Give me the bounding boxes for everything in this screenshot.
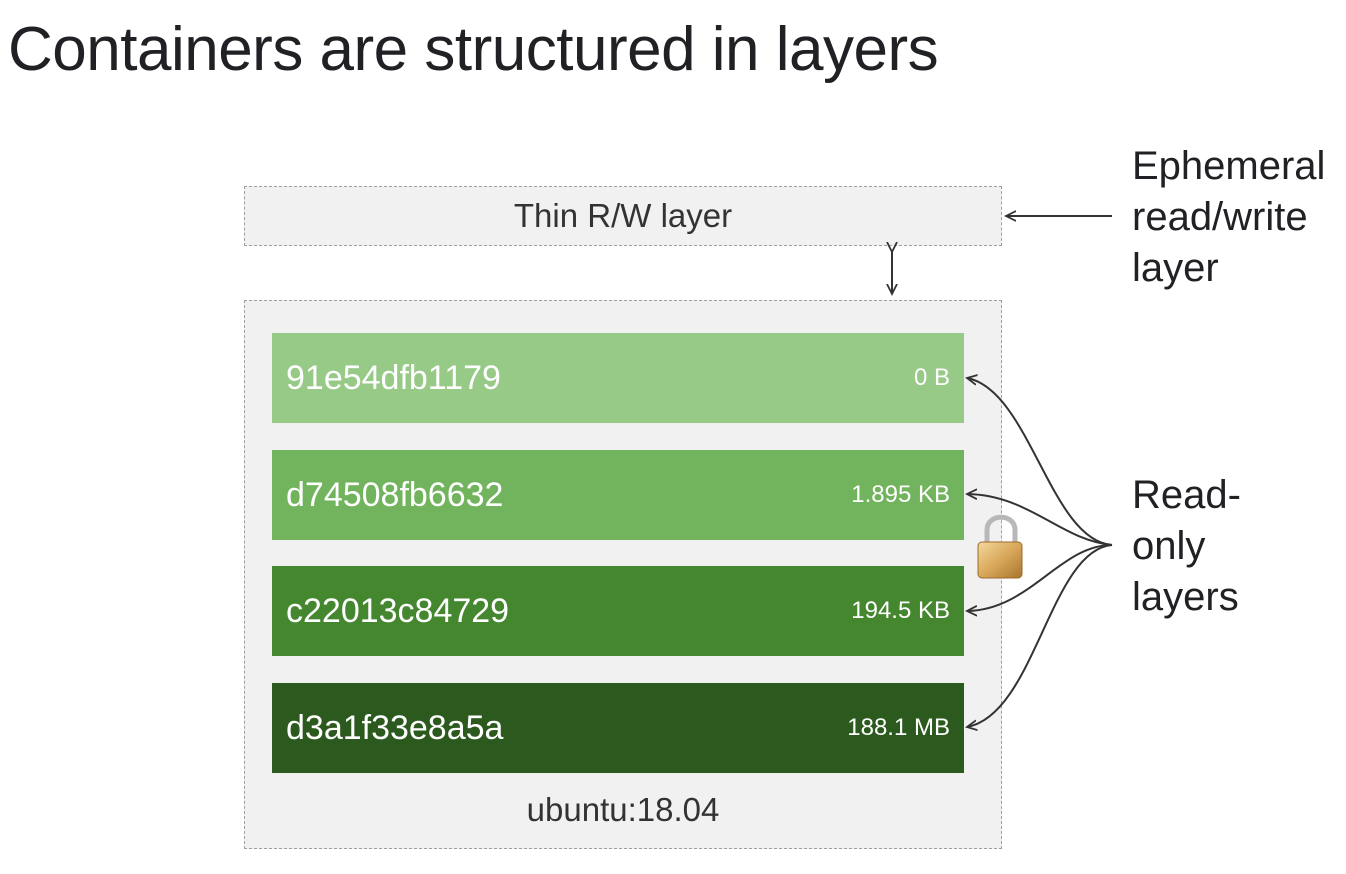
ephemeral-annotation-line: read/write [1132,195,1308,239]
readonly-annotation-line: layers [1132,575,1239,619]
readonly-annotation: Read- only layers [1132,470,1241,623]
layer-id: d74508fb6632 [286,475,504,514]
layer-size: 194.5 KB [851,597,950,624]
image-layers-box: 91e54dfb1179 0 B d74508fb6632 1.895 KB c… [244,300,1002,849]
image-name-label: ubuntu:18.04 [526,791,720,828]
layer-row: d74508fb6632 1.895 KB [272,450,964,540]
readonly-annotation-line: only [1132,524,1206,568]
readonly-annotation-line: Read- [1132,473,1241,517]
thin-rw-layer: Thin R/W layer [244,186,1002,246]
ephemeral-annotation-line: layer [1132,246,1219,290]
layer-size: 188.1 MB [847,714,950,741]
layer-id: 91e54dfb1179 [286,358,501,397]
layer-size: 0 B [913,364,950,391]
ephemeral-annotation-line: Ephemeral [1132,144,1326,188]
slide-title: Containers are structured in layers [8,15,939,84]
layer-row: 91e54dfb1179 0 B [272,333,964,423]
ephemeral-annotation: Ephemeral read/write layer [1132,141,1325,294]
layer-row: d3a1f33e8a5a 188.1 MB [272,683,964,773]
layer-size: 1.895 KB [851,481,950,508]
thin-rw-layer-label: Thin R/W layer [513,197,733,234]
layer-id: d3a1f33e8a5a [286,708,504,747]
layer-row: c22013c84729 194.5 KB [272,566,964,656]
layer-id: c22013c84729 [286,591,510,630]
